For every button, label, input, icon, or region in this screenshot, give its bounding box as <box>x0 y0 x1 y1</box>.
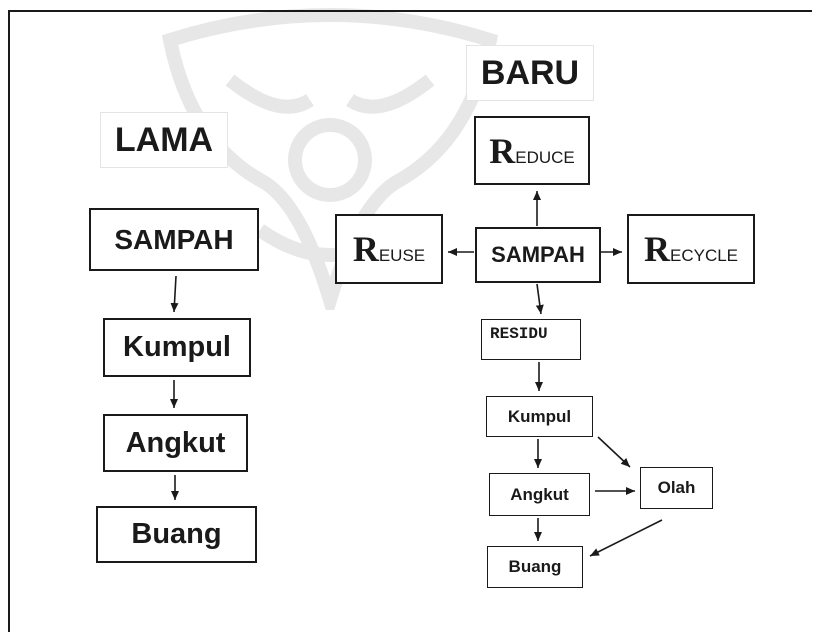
arrow-old-sampah-kumpul <box>170 275 179 313</box>
reduce-rest: EDUCE <box>515 147 575 167</box>
new-buang-label: Buang <box>508 557 562 576</box>
slide-frame <box>8 10 812 632</box>
reuse-initial: R <box>352 229 379 269</box>
new-kumpul-label: Kumpul <box>507 406 572 426</box>
old-sampah-label: SAMPAH <box>114 223 234 255</box>
residu-box: RESIDU <box>481 319 581 360</box>
reuse-rest: EUSE <box>378 246 426 265</box>
recycle-box: RECYCLE <box>627 214 755 284</box>
old-buang-label: Buang <box>131 518 222 550</box>
title-lama: LAMA <box>100 112 228 168</box>
new-angkut-label: Angkut <box>510 484 569 504</box>
arrow-olah-buang <box>589 519 663 557</box>
arrow-sampah-residu <box>535 283 544 315</box>
old-angkut-box: Angkut <box>103 414 248 472</box>
recycle-initial: R <box>643 229 670 269</box>
olah-box: Olah <box>640 467 713 509</box>
title-lama-text: LAMA <box>114 120 214 159</box>
center-sampah-box: SAMPAH <box>475 227 601 283</box>
new-buang-box: Buang <box>487 546 583 588</box>
new-angkut-box: Angkut <box>489 473 590 516</box>
olah-label: Olah <box>657 478 696 497</box>
old-kumpul-box: Kumpul <box>103 318 251 377</box>
old-sampah-box: SAMPAH <box>89 208 259 271</box>
old-buang-box: Buang <box>96 506 257 563</box>
new-kumpul-box: Kumpul <box>486 396 593 437</box>
reduce-label: REDUCE <box>489 130 575 172</box>
reuse-label: REUSE <box>353 228 425 270</box>
arrow-kumpul-olah <box>597 436 631 468</box>
title-baru: BARU <box>466 45 594 101</box>
old-angkut-label: Angkut <box>125 426 226 459</box>
title-baru-text: BARU <box>480 53 580 92</box>
residu-label: RESIDU <box>490 325 548 343</box>
reuse-box: REUSE <box>335 214 443 284</box>
recycle-rest: ECYCLE <box>669 246 739 265</box>
reduce-box: REDUCE <box>474 116 590 185</box>
watermark-emblem <box>161 8 499 310</box>
center-sampah-label: SAMPAH <box>491 242 585 267</box>
reduce-initial: R <box>489 130 516 171</box>
recycle-label: RECYCLE <box>644 228 738 270</box>
old-kumpul-label: Kumpul <box>123 331 231 363</box>
